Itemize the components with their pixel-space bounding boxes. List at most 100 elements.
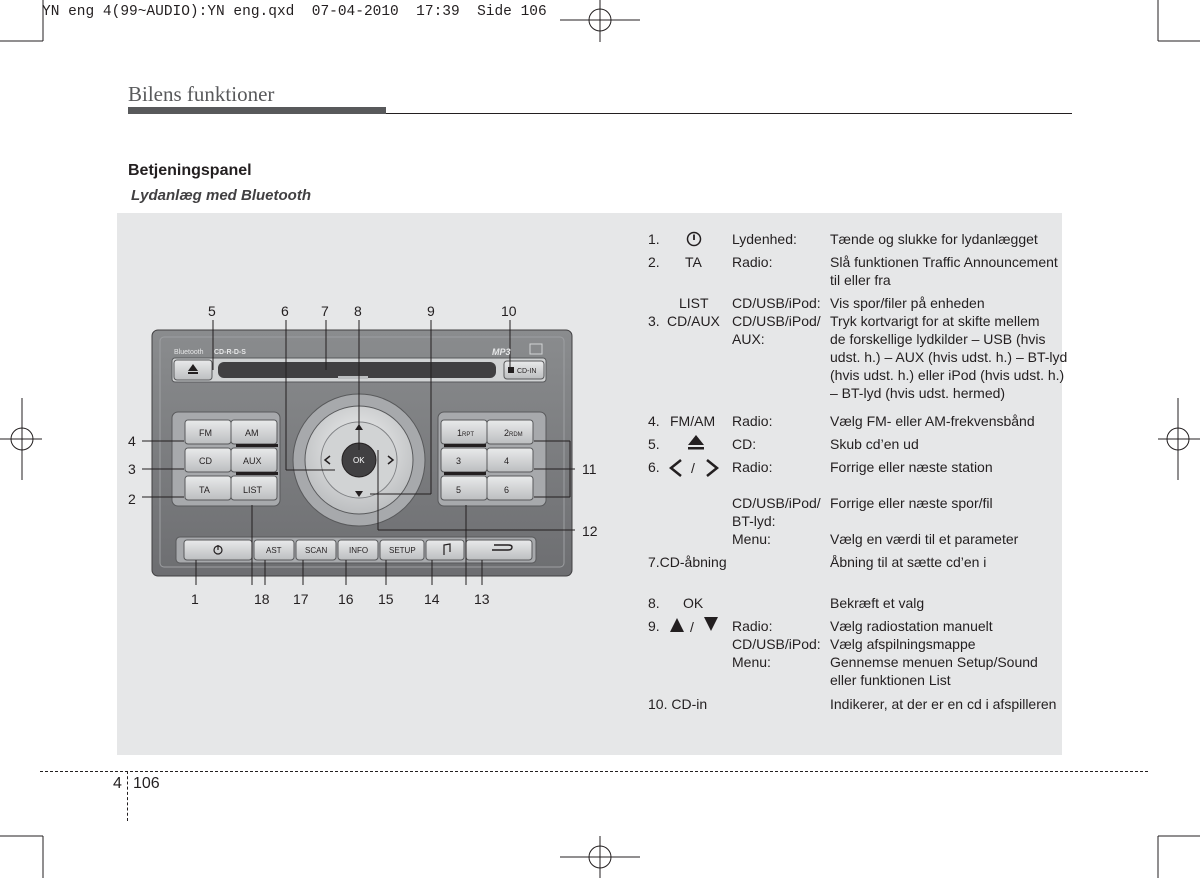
legend-10-key: 10. CD-in [648,696,708,712]
print-slug: YN eng 4(99~AUDIO):YN eng.qxd 07-04-2010… [42,4,547,20]
chapter-number: 4 [113,775,122,792]
callout-9: 9 [427,303,435,319]
legend-6-label-3: BT-lyd: [732,513,776,529]
aux-label: AUX [243,456,262,466]
legend-3-desc-2: Tryk kortvarigt for at skifte mellem [830,313,1040,329]
callout-6: 6 [281,303,289,319]
legend-9-sep: / [690,619,694,635]
list-button [230,475,278,501]
legend-5-desc: Skub cd’en ud [830,436,919,452]
legend-2-desc-2: til eller fra [830,272,891,288]
setup-button [379,539,425,561]
legend-10-desc: Indikerer, at der er en cd i afspilleren [830,696,1057,712]
header-rule-thick [128,107,386,114]
legend-9-desc-2: Vælg afspilningsmappe [830,636,976,652]
legend-3-desc-6: – BT-lyd (hvis udst. hermed) [830,385,1006,401]
eject-icon [688,435,704,450]
cd-label: CD [199,456,212,466]
callout-4: 4 [128,433,136,449]
prev-arrow-symbol [323,455,331,465]
legend-9-label-3: Menu: [732,654,771,670]
preset-5-label: 5 [456,485,462,495]
legend-6-sep: / [691,460,695,476]
legend-7-key: 7.CD-åbning [648,554,727,570]
down-arrow-symbol [355,491,363,497]
legend-9-label-1: Radio: [732,618,773,634]
legend-9-desc-1: Vælg radiostation manuelt [830,618,993,634]
legend-5-label: CD: [732,436,757,452]
legend-3-key-list: LIST [679,295,709,311]
legend-8-desc: Bekræft et valg [830,595,925,611]
am-label: AM [245,428,259,438]
cd-slot [218,362,496,378]
legend-1-num: 1. [648,231,660,247]
ast-label: AST [266,546,282,555]
next-arrow-symbol [387,455,395,465]
legend-9-desc-3: Gennemse menuen Setup/Sound [830,654,1038,670]
eject-symbol [188,364,198,371]
preset-6-button [486,475,534,501]
legend-3-label-3: AUX: [732,331,765,347]
preset-5-button [440,475,488,501]
legend-5-num: 5. [648,436,660,452]
legend-8-key: OK [683,595,704,611]
legend-9-num: 9. [648,618,660,634]
callout-14: 14 [424,591,440,607]
legend-4-label: Radio: [732,413,773,429]
legend-6-label: Radio: [732,459,773,475]
callout-15: 15 [378,591,394,607]
legend-6-label-2: CD/USB/iPod/ [732,495,821,511]
info-label: INFO [349,546,369,555]
legend-2-label: Radio: [732,254,773,270]
fm-label: FM [199,428,212,438]
next-icon [706,459,720,477]
callout-16: 16 [338,591,354,607]
legend-2-num: 2. [648,254,660,270]
preset-4-label: 4 [504,456,510,466]
legend-9-desc-4: eller funktionen List [830,672,951,688]
power-icon [686,231,702,247]
preset-2-button [486,419,534,445]
legend-8-num: 8. [648,595,660,611]
legend-3-label-1: CD/USB/iPod: [732,295,821,311]
legend-4-desc: Vælg FM- eller AM-frekvensbånd [830,413,1035,429]
ok-label: OK [353,456,365,465]
bluetooth-logo: Bluetooth [174,349,204,356]
legend-2-desc-1: Slå funktionen Traffic Announcement [830,254,1058,270]
callout-2: 2 [128,491,136,507]
cd-in-label: CD-IN [517,368,537,375]
legend-3-num: 3. [648,313,660,329]
legend-2-key: TA [685,254,702,270]
preset-4-button [486,447,534,473]
sound-button [425,539,465,561]
preset-3-label: 3 [456,456,462,466]
page-header-title: Bilens funktioner [128,82,275,106]
section-subtitle: Lydanlæg med Bluetooth [131,187,311,204]
cd-in-indicator [503,360,545,380]
legend-6-desc-4: Vælg en værdi til et parameter [830,531,1019,547]
callout-18: 18 [254,591,270,607]
header-rule-thin [386,113,1072,114]
list-label: LIST [243,485,263,495]
legend-6-desc-2: Forrige eller næste spor/fil [830,495,993,511]
up-arrow-icon [670,618,684,632]
prev-icon [668,459,682,477]
callout-7: 7 [321,303,329,319]
legend-6-label-4: Menu: [732,531,771,547]
callout-13: 13 [474,591,490,607]
page-number: 106 [133,775,160,792]
ta-label: TA [199,485,210,495]
legend-3-desc-1: Vis spor/filer på enheden [830,295,985,311]
legend-6-desc: Forrige eller næste station [830,459,993,475]
preset-2-label: 2RDM [504,428,523,438]
mp3-logo: MP3 [492,347,511,357]
audio-unit-illustration [142,320,575,585]
preset-3-button [440,447,488,473]
callout-11: 11 [582,461,597,477]
return-symbol [492,544,513,551]
cd-rds-logo: CD-R-D-S [214,349,246,356]
legend-1-desc: Tænde og slukke for lydanlægget [830,231,1038,247]
ast-button [253,539,295,561]
callout-8: 8 [354,303,362,319]
